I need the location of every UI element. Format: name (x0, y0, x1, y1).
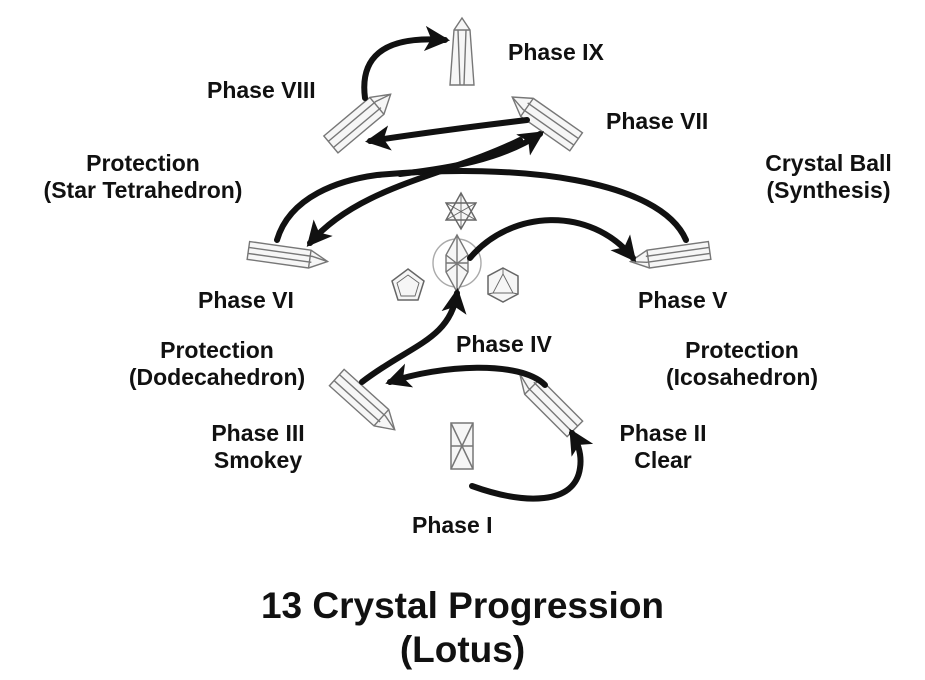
label-crystal-ball-line1: Crystal Ball (765, 150, 892, 176)
label-phase-vii: Phase VII (606, 108, 709, 134)
label-phase-ii: Phase II Clear (604, 420, 722, 474)
label-phase-iii-line2: Smokey (213, 447, 303, 473)
arrow-icon (467, 217, 637, 262)
label-protection-star-line2: (Star Tetrahedron) (43, 177, 243, 203)
label-protection-icosa-line1: Protection (685, 337, 799, 363)
label-phase-ix: Phase IX (508, 39, 604, 65)
label-protection-icosa-line2: (Icosahedron) (665, 364, 819, 390)
arrow-icon (365, 117, 530, 151)
label-crystal-ball-line2: (Synthesis) (766, 177, 891, 203)
pentagon-dodecahedron-icon (391, 268, 425, 301)
arrow-icon (359, 288, 467, 385)
crystal-point-icon (628, 240, 712, 269)
label-protection-dodeca-line1: Protection (160, 337, 274, 363)
label-phase-iii: Phase III Smokey (196, 420, 320, 474)
double-terminated-crystal-icon (432, 233, 482, 294)
crystal-point-icon (322, 93, 392, 154)
star-tetrahedron-icon (444, 191, 478, 231)
crystal-point-icon (328, 368, 396, 431)
label-phase-v: Phase V (638, 287, 728, 313)
arrow-icon (469, 428, 594, 502)
label-protection-icosahedron: Protection (Icosahedron) (640, 337, 844, 391)
arrow-icon (385, 363, 548, 388)
arrow-icon (361, 25, 451, 101)
label-phase-i: Phase I (412, 512, 493, 538)
label-phase-vi: Phase VI (198, 287, 294, 313)
label-protection-dodecahedron: Protection (Dodecahedron) (118, 337, 316, 391)
diagram-subtitle: (Lotus) (399, 629, 526, 670)
label-phase-viii: Phase VIII (207, 77, 316, 103)
label-protection-star-tetrahedron: Protection (Star Tetrahedron) (14, 150, 272, 204)
crystal-point-icon (246, 240, 330, 269)
diagram-title: 13 Crystal Progression (260, 585, 665, 626)
label-protection-star-line1: Protection (86, 150, 200, 176)
label-protection-dodeca-line2: (Dodecahedron) (128, 364, 306, 390)
label-phase-ii-line1: Phase II (619, 420, 707, 446)
crystal-box-icon (450, 422, 474, 470)
crystal-point-icon (518, 372, 584, 438)
label-crystal-ball: Crystal Ball (Synthesis) (746, 150, 911, 204)
arrow-icon (274, 168, 689, 243)
arrow-icon (306, 137, 523, 247)
label-phase-ii-line2: Clear (634, 447, 692, 473)
label-phase-iii-line1: Phase III (211, 420, 305, 446)
tall-crystal-icon (449, 16, 475, 86)
hexagon-icosahedron-icon (487, 267, 519, 303)
label-phase-iv: Phase IV (456, 331, 552, 357)
